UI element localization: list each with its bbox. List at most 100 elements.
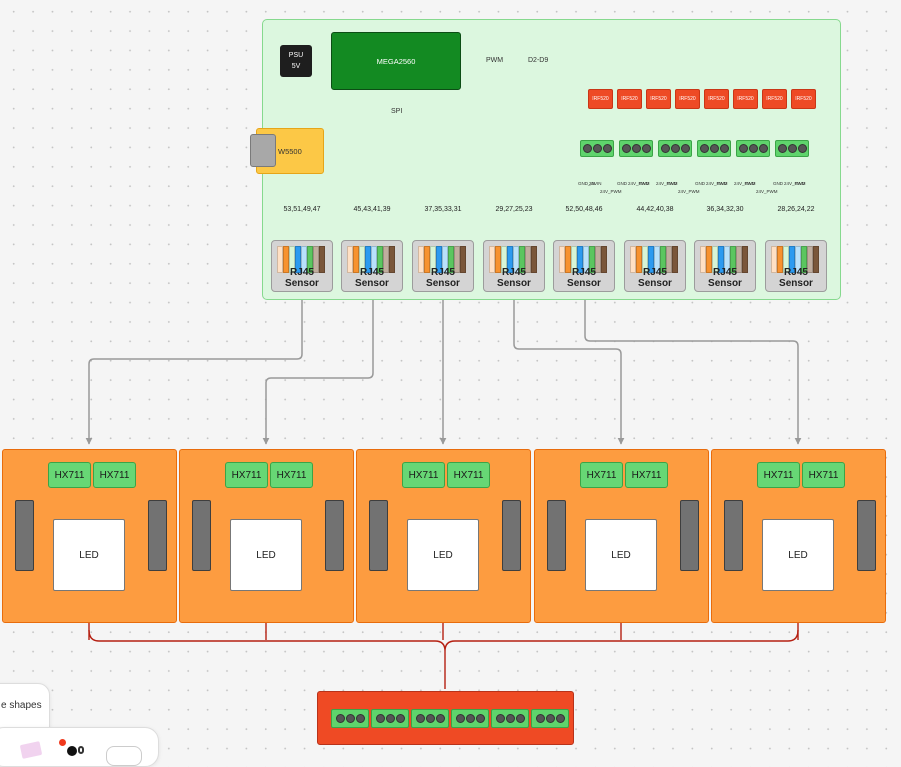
mosfet-irf520[interactable]: IRF520 [588, 89, 613, 109]
screw-terminal[interactable] [658, 140, 692, 157]
load-cell[interactable] [857, 500, 876, 571]
load-cell[interactable] [547, 500, 566, 571]
rj45-wire [660, 246, 666, 273]
hx711-amplifier[interactable]: HX711 [402, 462, 445, 488]
psu-5v[interactable]: PSU 5V [280, 45, 312, 77]
rj45-sensor[interactable]: RJ45 Sensor [553, 240, 615, 292]
led-panel[interactable]: LED [585, 519, 657, 591]
hx711-amplifier[interactable]: HX711 [580, 462, 623, 488]
rj45-sensor[interactable]: RJ45 Sensor [412, 240, 474, 292]
terminal-pin [515, 714, 525, 723]
sensor-link-wire [513, 294, 625, 445]
power-screw-terminal[interactable] [531, 709, 569, 728]
rj45-pin-numbers: 44,42,40,38 [636, 206, 674, 213]
mosfet-irf520[interactable]: IRF520 [646, 89, 671, 109]
led-panel[interactable]: LED [407, 519, 479, 591]
mosfet-label: IRF520 [621, 96, 638, 102]
rj45-wire [712, 246, 718, 273]
terminal-pin [455, 714, 465, 723]
arduino-mega2560[interactable]: MEGA2560 [331, 32, 461, 90]
terminal-pin [415, 714, 425, 723]
hx711-amplifier[interactable]: HX711 [93, 462, 136, 488]
power-screw-terminal[interactable] [451, 709, 489, 728]
bottom-toolbar[interactable] [0, 727, 159, 767]
rj45-label: RJ45 Sensor [285, 267, 319, 289]
rj45-wire [307, 246, 313, 273]
led-label: LED [611, 549, 631, 561]
power-distribution-board[interactable] [317, 691, 574, 745]
rj45-label: RJ45 Sensor [638, 267, 672, 289]
rj45-sensor[interactable]: RJ45 Sensor [271, 240, 333, 292]
led-panel[interactable]: LED [230, 519, 302, 591]
led-panel[interactable]: LED [762, 519, 834, 591]
load-cell[interactable] [15, 500, 34, 571]
mosfet-irf520[interactable]: IRF520 [762, 89, 787, 109]
hx711-amplifier[interactable]: HX711 [757, 462, 800, 488]
load-cell[interactable] [680, 500, 699, 571]
rj45-wire [571, 246, 577, 273]
terminal-pin [375, 714, 385, 723]
terminal-pin [631, 144, 641, 153]
spi-label: SPI [389, 108, 405, 115]
hx711-amplifier[interactable]: HX711 [802, 462, 845, 488]
hx711-amplifier[interactable]: HX711 [625, 462, 668, 488]
mosfet-irf520[interactable]: IRF520 [675, 89, 700, 109]
rj45-wire [630, 246, 636, 273]
sensor-link-wire [262, 294, 374, 445]
load-cell[interactable] [325, 500, 344, 571]
rj45-label: RJ45 Sensor [779, 267, 813, 289]
load-cell[interactable] [369, 500, 388, 571]
toolbar-button[interactable] [106, 746, 142, 766]
rj45-wire [654, 246, 660, 273]
rj45-sensor[interactable]: RJ45 Sensor [694, 240, 756, 292]
load-cell[interactable] [724, 500, 743, 571]
rj45-wire [418, 246, 424, 273]
screw-terminal[interactable] [580, 140, 614, 157]
rj45-label: RJ45 Sensor [426, 267, 460, 289]
ethernet-jack-icon [250, 134, 276, 167]
rj45-wire [495, 246, 501, 273]
rj45-sensor[interactable]: RJ45 Sensor [483, 240, 545, 292]
mosfet-irf520[interactable]: IRF520 [791, 89, 816, 109]
screw-terminal[interactable] [697, 140, 731, 157]
rj45-sensor[interactable]: RJ45 Sensor [765, 240, 827, 292]
hx711-amplifier[interactable]: HX711 [447, 462, 490, 488]
hx711-amplifier[interactable]: HX711 [225, 462, 268, 488]
terminal-pin [435, 714, 445, 723]
screw-terminal[interactable] [736, 140, 770, 157]
mosfet-irf520[interactable]: IRF520 [704, 89, 729, 109]
rj45-wire [347, 246, 353, 273]
mosfet-irf520[interactable]: IRF520 [733, 89, 758, 109]
power-screw-terminal[interactable] [371, 709, 409, 728]
power-screw-terminal[interactable] [491, 709, 529, 728]
rj45-sensor[interactable]: RJ45 Sensor [341, 240, 403, 292]
screw-terminal[interactable] [619, 140, 653, 157]
rj45-wire [377, 246, 383, 273]
screw-terminal[interactable] [775, 140, 809, 157]
power-screw-terminal[interactable] [411, 709, 449, 728]
terminal-pin-label: 24V_PWM [756, 189, 778, 194]
mic-icon[interactable] [78, 746, 84, 754]
rj45-wire [424, 246, 430, 273]
terminal-pin-label: GND [617, 181, 627, 186]
rj45-wire [525, 246, 531, 273]
rj45-wire [448, 246, 454, 273]
sticker-icon[interactable] [19, 741, 43, 759]
hx711-amplifier[interactable]: HX711 [48, 462, 91, 488]
terminal-pin [797, 144, 807, 153]
terminal-pin [535, 714, 545, 723]
power-screw-terminal[interactable] [331, 709, 369, 728]
load-cell[interactable] [192, 500, 211, 571]
hx711-amplifier[interactable]: HX711 [270, 462, 313, 488]
mosfet-irf520[interactable]: IRF520 [617, 89, 642, 109]
camera-icon[interactable] [67, 746, 77, 756]
led-panel[interactable]: LED [53, 519, 125, 591]
terminal-pin [699, 144, 709, 153]
load-cell[interactable] [148, 500, 167, 571]
rj45-sensor[interactable]: RJ45 Sensor [624, 240, 686, 292]
terminal-pin [505, 714, 515, 723]
rj45-wire [813, 246, 819, 273]
rj45-wire [289, 246, 295, 273]
pwm-label: PWM [484, 57, 506, 64]
load-cell[interactable] [502, 500, 521, 571]
